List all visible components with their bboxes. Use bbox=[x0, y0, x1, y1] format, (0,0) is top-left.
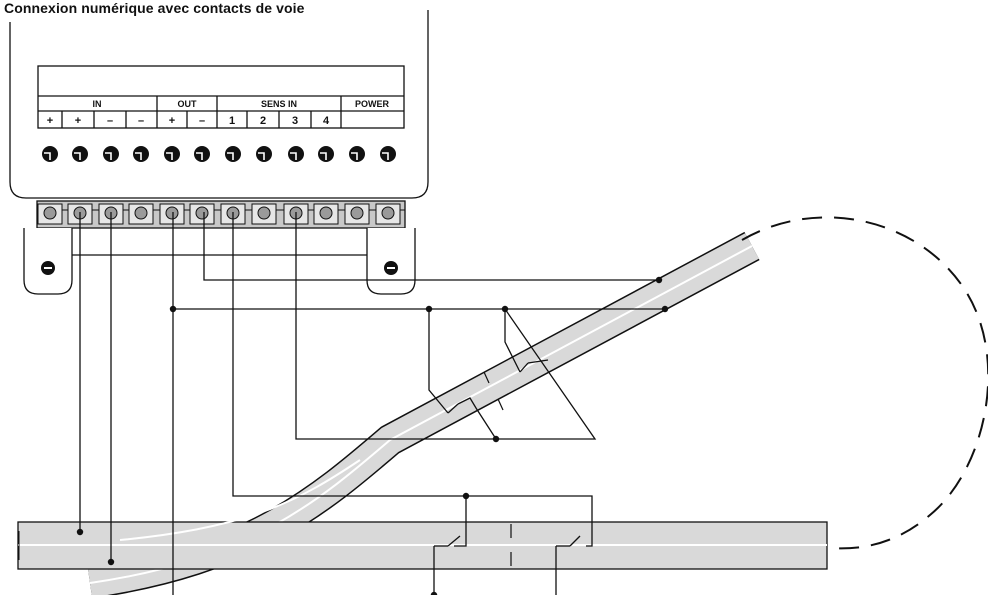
terminal-screws bbox=[37, 203, 401, 225]
module-housing bbox=[9, 10, 429, 199]
wires bbox=[79, 212, 665, 595]
screw-slot bbox=[227, 152, 234, 160]
terminal-label: 1 bbox=[229, 115, 235, 127]
screw-slot bbox=[135, 152, 142, 160]
terminal-label: – bbox=[138, 115, 144, 127]
terminal-screw bbox=[134, 206, 148, 220]
terminal-label: + bbox=[169, 115, 175, 127]
track-contacts bbox=[447, 362, 581, 547]
screw-slot bbox=[166, 152, 173, 160]
terminal-labels: + + – – + – 1 2 3 4 bbox=[47, 115, 330, 127]
terminal-label: 4 bbox=[323, 115, 330, 127]
group-label-power: POWER bbox=[355, 99, 390, 109]
terminal-screw bbox=[195, 206, 209, 220]
terminal-label: + bbox=[47, 115, 53, 127]
terminal-screw bbox=[257, 206, 271, 220]
straight-track bbox=[17, 521, 828, 570]
terminal-label: 3 bbox=[292, 115, 298, 127]
screw-row bbox=[42, 146, 396, 162]
screw-slot bbox=[258, 152, 265, 160]
group-label-sens-in: SENS IN bbox=[261, 99, 297, 109]
decoder-module bbox=[9, 10, 429, 199]
terminal-label: 2 bbox=[260, 115, 266, 127]
terminal-label: – bbox=[107, 115, 113, 127]
terminal-screw bbox=[350, 206, 364, 220]
group-labels: IN OUT SENS IN POWER bbox=[93, 99, 390, 109]
lug-holes bbox=[41, 261, 398, 275]
junction-dots bbox=[76, 276, 669, 595]
mounting-lugs bbox=[23, 228, 416, 295]
screw-slot bbox=[351, 152, 358, 160]
terminal-screw bbox=[165, 206, 179, 220]
group-label-out: OUT bbox=[178, 99, 198, 109]
screw-slot bbox=[382, 152, 389, 160]
terminal-screw bbox=[381, 206, 395, 220]
group-label-in: IN bbox=[93, 99, 102, 109]
label-panel bbox=[37, 65, 405, 129]
terminal-label: + bbox=[75, 115, 81, 127]
screw-slot bbox=[74, 152, 81, 160]
screw-slot bbox=[105, 152, 112, 160]
screw-slot bbox=[44, 152, 51, 160]
terminal-label: – bbox=[199, 115, 205, 127]
rail-gaps bbox=[483, 371, 512, 566]
screw-slot bbox=[290, 152, 297, 160]
terminal-screw bbox=[43, 206, 57, 220]
screw-slot bbox=[320, 152, 327, 160]
turnout-overlap bbox=[119, 459, 361, 541]
diverging-track bbox=[87, 231, 760, 595]
return-loop bbox=[741, 216, 988, 550]
terminal-screw bbox=[319, 206, 333, 220]
screw-slot bbox=[196, 152, 203, 160]
diagram-title: Connexion numérique avec contacts de voi… bbox=[4, 0, 305, 16]
